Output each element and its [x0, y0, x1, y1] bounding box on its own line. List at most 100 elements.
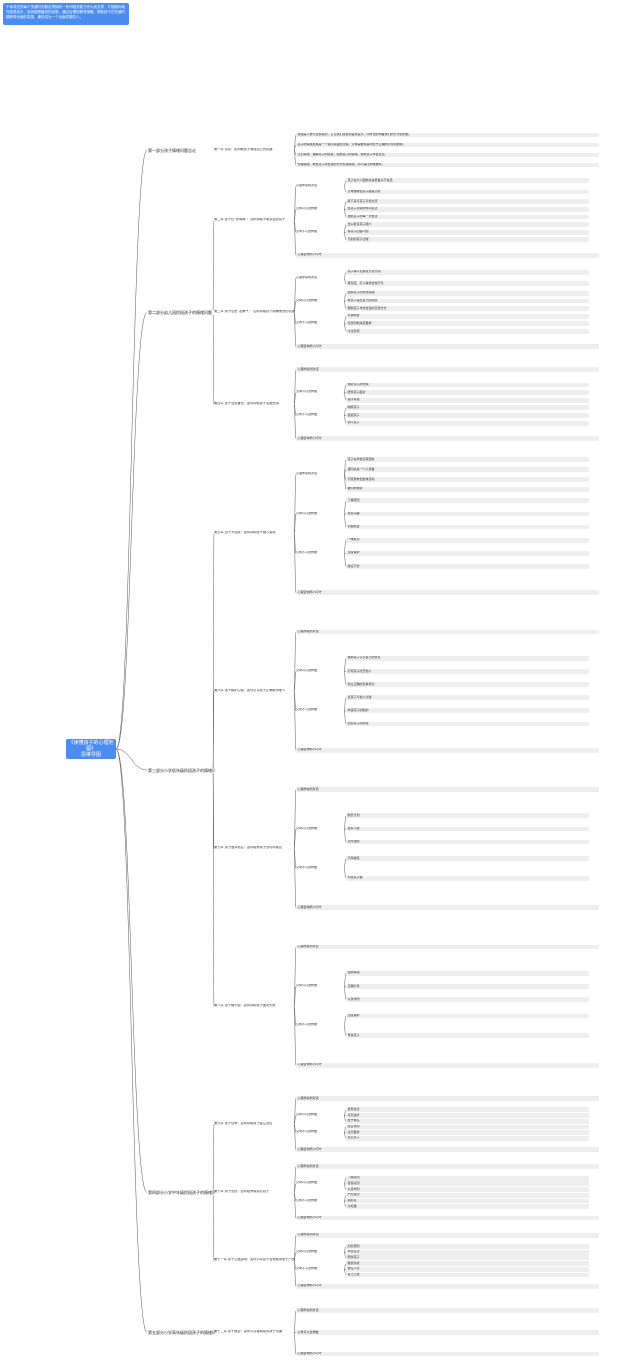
item-node[interactable]: 给孩子足够的时间表达	[346, 206, 589, 212]
section-node[interactable]: 父母不可这样做	[296, 229, 318, 233]
chapter-node[interactable]: 第二章 孩子在“你喊喊”：如何帮助不敢说话的孩子	[214, 218, 286, 222]
item-node[interactable]: 教孩子说出自己的感受	[346, 298, 589, 304]
section-node[interactable]: 父母不可这样做	[296, 1023, 318, 1027]
section-node[interactable]: 父母可以这样做	[296, 206, 318, 210]
section-node[interactable]: 父母可以这样做	[296, 1113, 318, 1117]
section-node[interactable]: 认识情绪：理解孩子的感受，接纳孩子的情绪，帮助孩子学会表达。	[296, 152, 599, 158]
section-node[interactable]: 父母可以这样做	[296, 984, 318, 988]
item-node[interactable]: 放任不管	[346, 1266, 589, 1272]
item-node[interactable]: 鼓励孩子的每一次尝试	[346, 214, 589, 220]
section-node[interactable]: 父母不可这样做	[296, 321, 318, 325]
item-node[interactable]: 约定规则	[346, 1244, 589, 1249]
chapter-node[interactable]: 第三章 孩子总是“发脾气”：如何帮助孩子疏解愤怒的情绪	[214, 310, 294, 313]
item-node[interactable]: 正确引导	[346, 984, 589, 989]
item-node[interactable]: 孩子在大人面前总是低着头不说话	[346, 178, 589, 184]
item-node[interactable]: 以暴制暴	[346, 313, 589, 319]
section-node[interactable]: 心理学案例对话	[296, 944, 599, 950]
section-node[interactable]: 心理学案例对话	[296, 1232, 599, 1238]
item-node[interactable]: 拿孩子与他人比较	[346, 695, 589, 701]
item-node[interactable]: 倾听孩子的恐惧	[346, 382, 589, 388]
section-node[interactable]: 父母可以这样做	[296, 1330, 599, 1335]
item-node[interactable]: 挖苦讽刺	[346, 1124, 589, 1130]
item-node[interactable]: 帮助孩子认识自己的优点	[346, 655, 589, 661]
section-node[interactable]: 父母不可这样做	[296, 550, 318, 554]
item-node[interactable]: 强迫孩子	[346, 413, 589, 418]
item-node[interactable]: 一味批评	[346, 537, 589, 543]
chapter-node[interactable]: 第一章 总论：如何教孩子管理自己的情绪	[214, 147, 273, 151]
part-node[interactable]: 第五部分小学高年级阶段孩子的情绪问题	[147, 1330, 215, 1335]
item-node[interactable]: 给予信任	[346, 1118, 589, 1124]
item-node[interactable]: 丰富生活	[346, 1249, 589, 1255]
item-node[interactable]: 营造氛围	[346, 1181, 589, 1187]
item-node[interactable]: 创造机会	[346, 524, 589, 530]
section-node[interactable]: 心理咨询师小叮咛	[296, 1147, 599, 1153]
item-node[interactable]: 孩子在学校没有朋友	[346, 457, 589, 463]
item-node[interactable]: 无原则地满足要求	[346, 321, 589, 327]
section-node[interactable]: 父母可以这样做	[296, 1181, 318, 1185]
item-node[interactable]: 苛责孩子	[346, 1033, 589, 1039]
item-node[interactable]: 与别的孩子比较	[346, 237, 589, 243]
item-node[interactable]: 课间总是一个人待着	[346, 467, 589, 473]
section-node[interactable]: 父母不可这样做	[296, 413, 318, 417]
section-node[interactable]: 心理学案例对话	[296, 629, 599, 635]
chapter-node[interactable]: 第四章 孩子总是害怕：如何帮助孩子克服恐惧	[214, 401, 279, 405]
item-node[interactable]: 放任不管	[346, 564, 589, 569]
section-node[interactable]: 心理学案例对话	[296, 183, 318, 187]
section-node[interactable]: 父母不可这样做	[296, 1130, 318, 1134]
section-node[interactable]: 心理学案例对话	[296, 1096, 599, 1101]
section-node[interactable]: 心理咨询师小叮咛	[296, 747, 599, 753]
chapter-node[interactable]: 第七章 孩子做事拖拉：如何培养孩子的时间观念	[214, 846, 282, 850]
item-node[interactable]: 了解原因	[346, 498, 589, 504]
section-node[interactable]: 心理咨询师小叮咛	[296, 1062, 599, 1068]
section-node[interactable]: 父母可以这样做	[296, 1249, 318, 1253]
section-node[interactable]: 心理学案例对话	[296, 472, 318, 476]
item-node[interactable]: 过度保护	[346, 1013, 589, 1019]
item-node[interactable]: 代替孩子做	[346, 875, 589, 881]
chapter-node[interactable]: 第八章 孩子输不起：如何帮助孩子面对失败	[214, 1003, 276, 1007]
section-node[interactable]: 心理咨询师小叮咛	[296, 905, 599, 911]
section-node[interactable]: 心理学案例对话	[296, 787, 599, 792]
item-node[interactable]: 循序渐进	[346, 397, 589, 403]
item-node[interactable]: 恐吓孩子	[346, 420, 589, 426]
section-node[interactable]: 心理学案例对话	[296, 367, 599, 373]
section-node[interactable]: 父母可以这样做	[296, 298, 318, 302]
item-node[interactable]: 否定孩子	[346, 1135, 589, 1141]
part-node[interactable]: 第三部分小学低年级阶段孩子的情绪问题	[147, 767, 215, 773]
section-node[interactable]: 心理学案例对话	[296, 275, 318, 279]
section-node[interactable]: 心理咨询师小叮咛	[296, 344, 599, 350]
section-node[interactable]: 父母可以这样做	[296, 511, 318, 515]
chapter-node[interactable]: 第十章 孩子说谎：如何培养诚实的孩子	[214, 1190, 270, 1193]
item-node[interactable]: 过度保护	[346, 550, 589, 556]
section-node[interactable]: 心理咨询师小叮咛	[296, 590, 599, 596]
section-node[interactable]: 心理咨询师小叮咛	[296, 436, 599, 441]
item-node[interactable]: 以身作则	[346, 1187, 589, 1192]
item-node[interactable]: 不停催促	[346, 856, 589, 861]
item-node[interactable]: 接纳情绪	[346, 970, 589, 976]
item-node[interactable]: 蹲下来与孩子平视交流	[346, 199, 589, 205]
section-node[interactable]: 父母可以这样做	[296, 390, 318, 394]
item-node[interactable]: 嘲笑孩子	[346, 405, 589, 411]
item-node[interactable]: 父母越催促孩子越是沉默	[346, 189, 589, 195]
item-node[interactable]: 纵容孩子的嫉妒	[346, 708, 589, 714]
item-node[interactable]: 不愿意参加集体活动	[346, 477, 589, 482]
item-node[interactable]: 忽视孩子的感受	[346, 721, 589, 727]
chapter-node[interactable]: 第十一章 孩子沉迷游戏：如何引导孩子合理使用电子产品	[214, 1258, 294, 1262]
part-node[interactable]: 第二部分幼儿园阶段孩子的情绪问题	[147, 310, 215, 315]
item-node[interactable]: 及时鼓励	[346, 839, 589, 845]
item-node[interactable]: 粗暴没收	[346, 1261, 589, 1266]
item-node[interactable]: 以身作则	[346, 997, 589, 1002]
item-node[interactable]: 制定计划	[346, 813, 589, 819]
item-node[interactable]: 陪伴孩子面对	[346, 390, 589, 395]
item-node[interactable]: 替孩子回答问题	[346, 229, 589, 235]
chapter-node[interactable]: 第十二章 孩子叛逆：如何与青春期前的孩子沟通	[214, 1330, 282, 1333]
section-node[interactable]: 心理咨询师小叮咛	[296, 1283, 599, 1289]
section-node[interactable]: 父母可以这样做	[296, 669, 318, 673]
item-node[interactable]: 发现优点	[346, 1107, 589, 1113]
item-node[interactable]: 被同学排挤	[346, 486, 589, 492]
item-node[interactable]: 培养习惯	[346, 826, 589, 832]
part-node[interactable]: 第一部分孩子情绪问题总论	[147, 147, 215, 153]
item-node[interactable]: 过高要求	[346, 1130, 589, 1135]
section-node[interactable]: 管理情绪：教会孩子用合适的方式处理情绪，而不是压抑或放纵。	[296, 162, 599, 168]
chapter-node[interactable]: 第五章 孩子不合群：如何帮助孩子融入集体	[214, 531, 276, 535]
section-node[interactable]: 父母不可这样做	[296, 865, 318, 869]
